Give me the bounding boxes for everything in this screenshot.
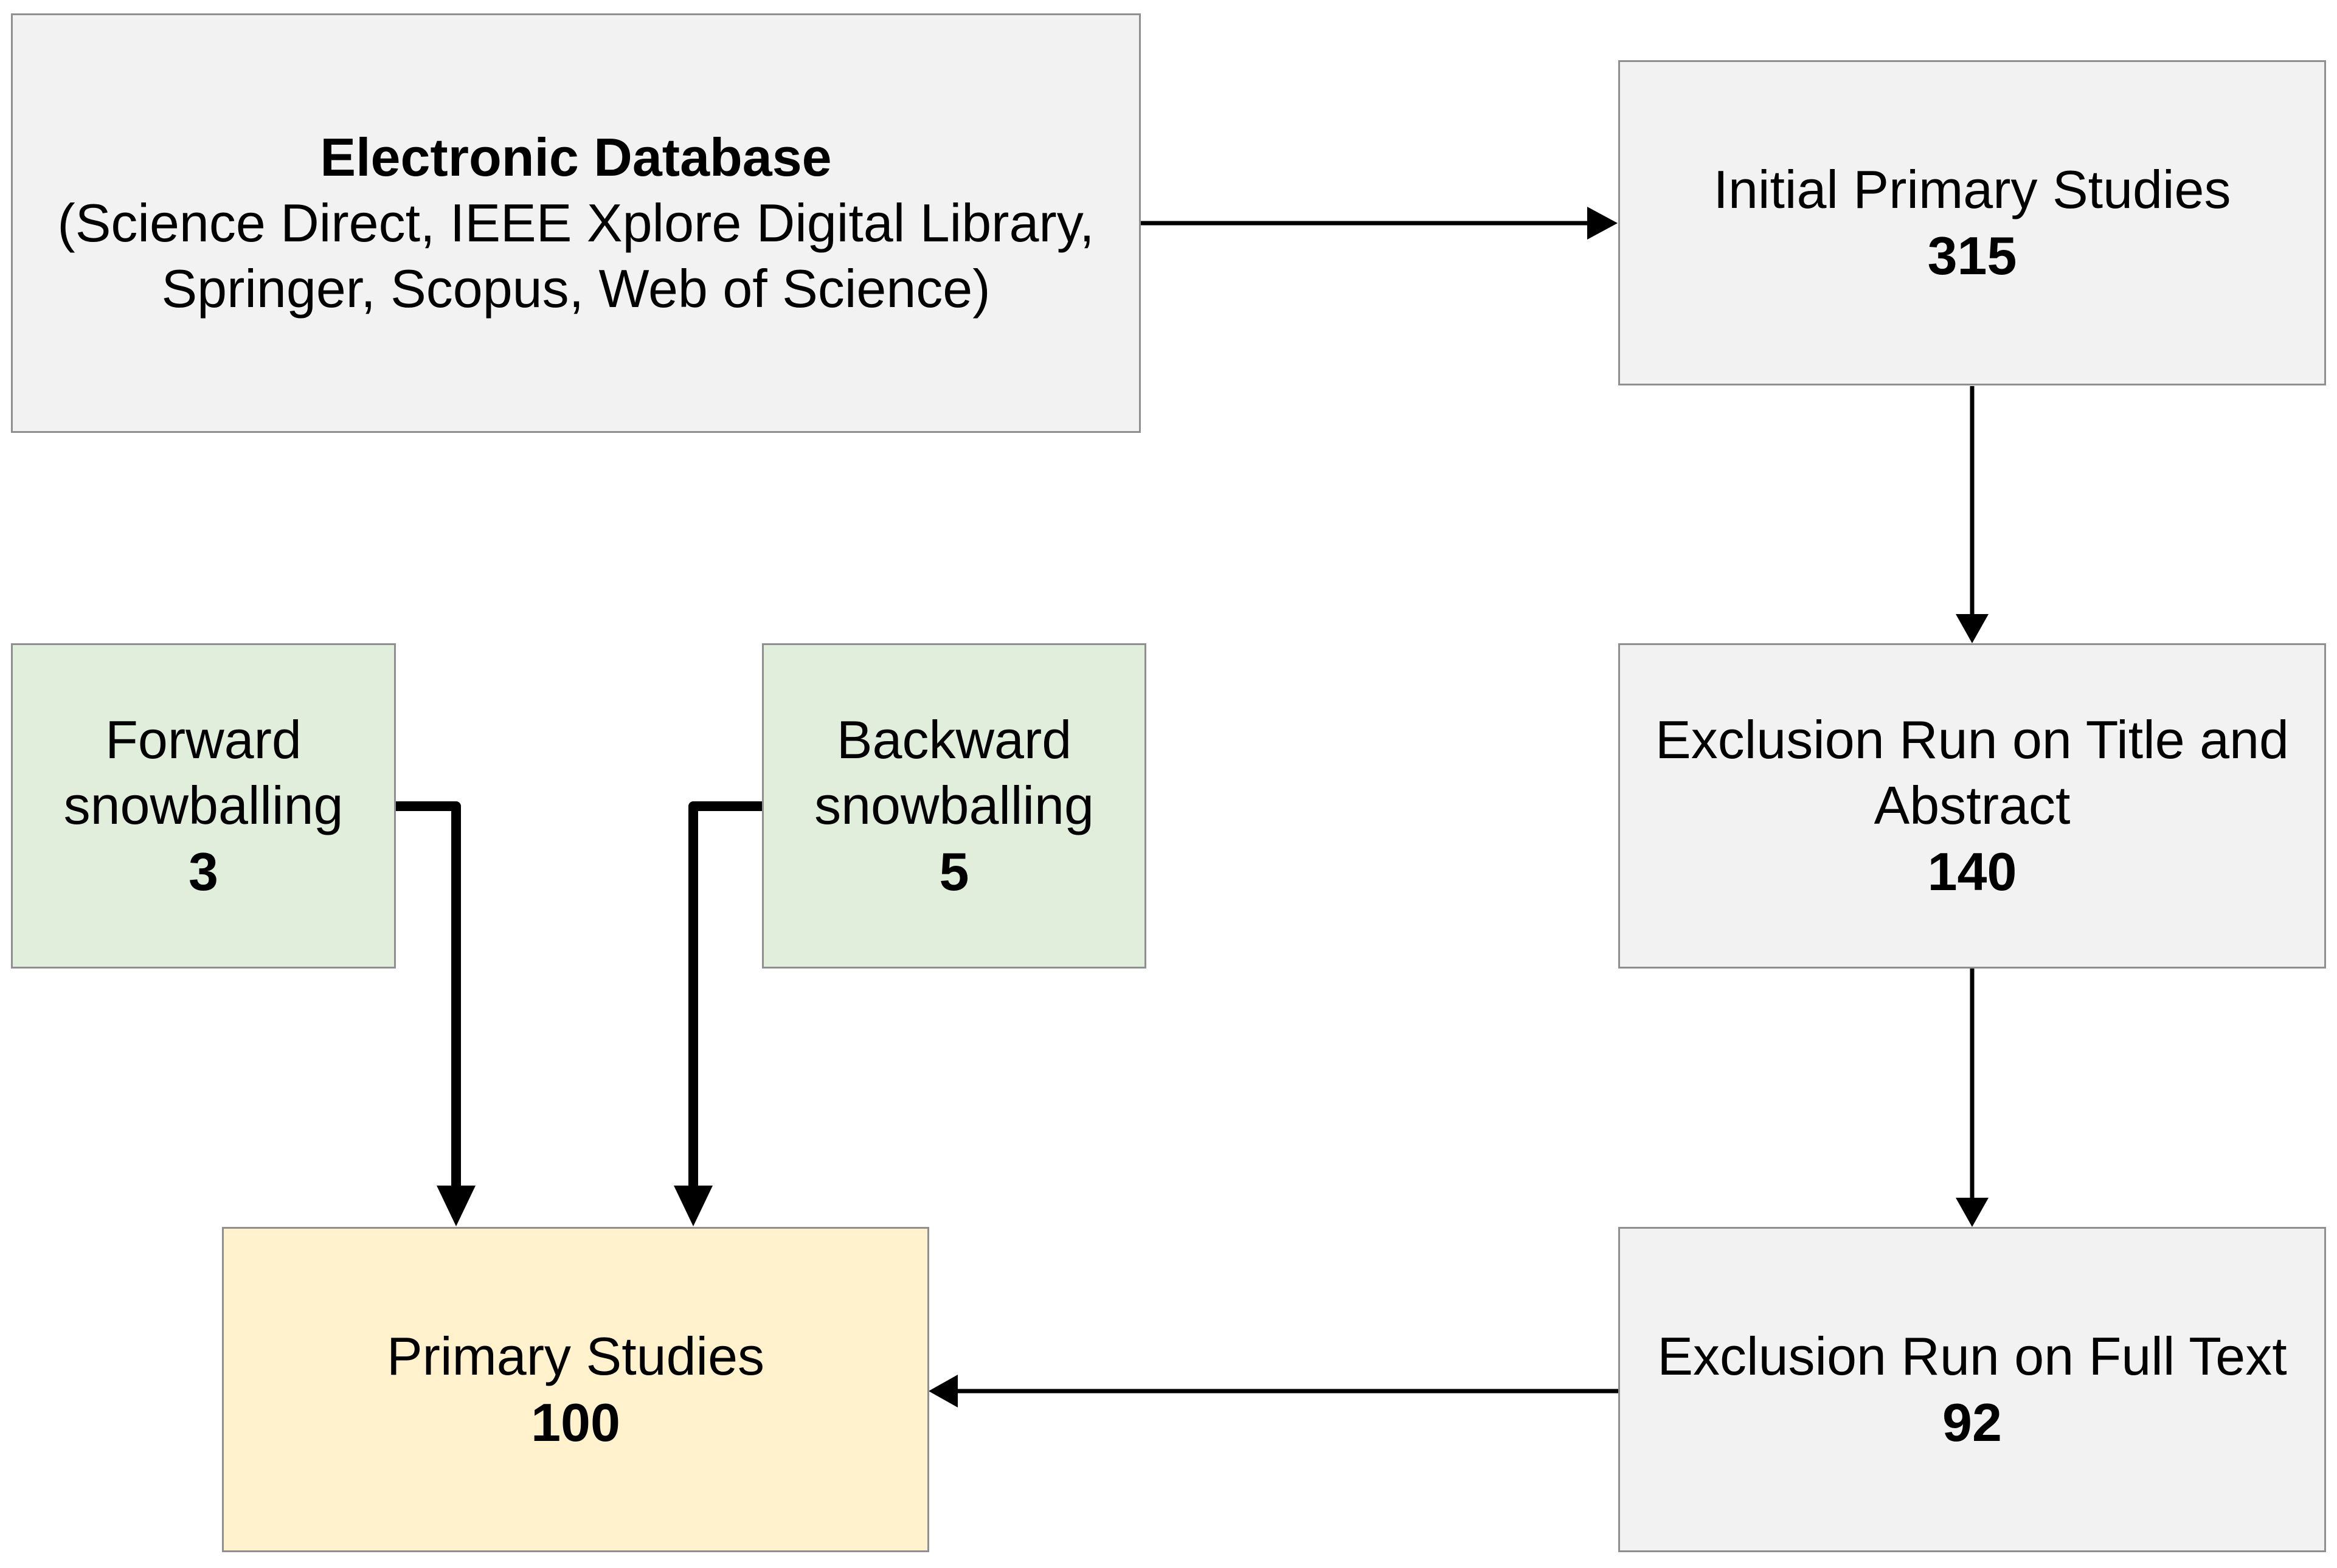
- edge-database-to-initial: [1139, 207, 1618, 240]
- backward-snowballing-box: Backward snowballing 5: [762, 643, 1146, 969]
- edge-full-text-to-primary: [929, 1375, 1619, 1407]
- forward-snowballing-count: 3: [189, 841, 218, 902]
- backward-snowballing-line2: snowballing: [814, 775, 1094, 836]
- electronic-database-sources-line1: (Science Direct, IEEE Xplore Digital Lib…: [57, 192, 1095, 253]
- edge-backward-to-primary: [674, 801, 767, 1226]
- backward-snowballing-count: 5: [939, 841, 969, 902]
- exclusion-full-text-count: 92: [1942, 1392, 2002, 1452]
- primary-studies-label: Primary Studies: [386, 1326, 765, 1387]
- electronic-database-sources-line2: Springer, Scopus, Web of Science): [161, 258, 991, 319]
- electronic-database-box: Electronic Database (Science Direct, IEE…: [11, 13, 1141, 433]
- exclusion-title-abstract-count: 140: [1927, 841, 2017, 902]
- exclusion-title-abstract-line1: Exclusion Run on Title and: [1655, 710, 2289, 770]
- edge-forward-to-primary: [387, 801, 476, 1226]
- edge-title-abstract-to-full-text: [1956, 969, 1989, 1227]
- forward-snowballing-line1: Forward: [105, 710, 302, 770]
- primary-studies-box: Primary Studies 100: [222, 1227, 929, 1552]
- exclusion-title-abstract-box: Exclusion Run on Title and Abstract 140: [1618, 643, 2326, 969]
- initial-primary-studies-box: Initial Primary Studies 315: [1618, 60, 2326, 385]
- initial-primary-studies-label: Initial Primary Studies: [1713, 159, 2231, 220]
- exclusion-full-text-box: Exclusion Run on Full Text 92: [1618, 1227, 2326, 1552]
- forward-snowballing-line2: snowballing: [63, 775, 344, 836]
- backward-snowballing-line1: Backward: [836, 710, 1072, 770]
- exclusion-full-text-label: Exclusion Run on Full Text: [1657, 1326, 2287, 1387]
- exclusion-title-abstract-line2: Abstract: [1874, 775, 2071, 836]
- initial-primary-studies-count: 315: [1927, 225, 2017, 286]
- primary-studies-count: 100: [531, 1392, 620, 1452]
- edge-initial-to-title-abstract: [1956, 386, 1989, 643]
- forward-snowballing-box: Forward snowballing 3: [11, 643, 396, 969]
- electronic-database-title: Electronic Database: [320, 126, 832, 187]
